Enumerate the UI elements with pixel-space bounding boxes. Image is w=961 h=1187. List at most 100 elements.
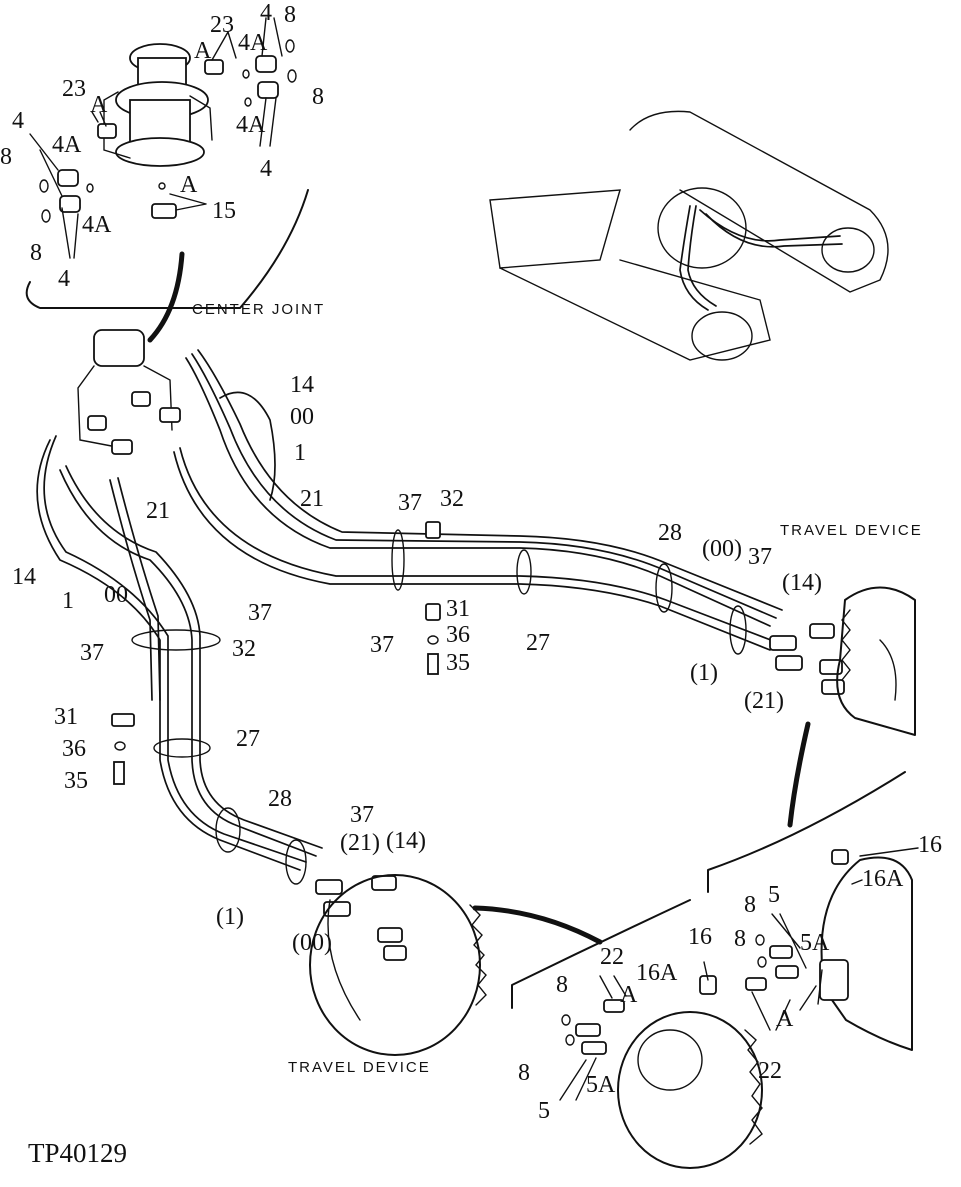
hoses-to-bottom-travel-device bbox=[36, 435, 323, 871]
detail-boundary-bottom bbox=[511, 899, 691, 1009]
center-joint-fittings bbox=[39, 39, 297, 223]
bottom-device-pointer bbox=[472, 905, 603, 945]
callout-label: 22 bbox=[758, 1058, 782, 1084]
hoses-to-right-travel-device bbox=[173, 349, 783, 651]
callout-label: 16A bbox=[636, 960, 678, 986]
callout-label: 4 bbox=[260, 0, 272, 26]
main-hose-routing bbox=[36, 329, 845, 961]
callout-label: 22 bbox=[600, 944, 624, 970]
travel-device-bottom-drawing bbox=[309, 874, 487, 1056]
callout-label: 28 bbox=[658, 520, 682, 546]
callout-label: 37 bbox=[350, 802, 374, 828]
right-device-pointer bbox=[787, 721, 811, 828]
callout-label: 37 bbox=[398, 490, 422, 516]
callout-label: (1) bbox=[216, 904, 244, 930]
callout-label: A bbox=[620, 982, 638, 1008]
callout-label: (21) bbox=[744, 688, 784, 714]
callout-label: 37 bbox=[370, 632, 394, 658]
callout-label: 8 bbox=[284, 2, 296, 28]
callout-label: 5 bbox=[538, 1098, 550, 1124]
callout-label: A bbox=[90, 92, 108, 118]
callout-label: 23 bbox=[210, 12, 234, 38]
callout-label: 21 bbox=[300, 486, 324, 512]
callout-label: A bbox=[194, 38, 212, 64]
callout-label: 35 bbox=[446, 650, 470, 676]
center-joint-body bbox=[103, 43, 213, 167]
callout-label: (21) bbox=[340, 830, 380, 856]
callout-label: 8 bbox=[556, 972, 568, 998]
callout-label: 8 bbox=[744, 892, 756, 918]
caption-travel-device-bottom: TRAVEL DEVICE bbox=[288, 1059, 431, 1076]
callout-label: A bbox=[776, 1006, 794, 1032]
callout-label: A bbox=[180, 172, 198, 198]
bottom-travel-fittings bbox=[315, 875, 407, 961]
center-joint-detail bbox=[25, 17, 309, 309]
callout-label: 8 bbox=[518, 1060, 530, 1086]
callout-label: 37 bbox=[248, 600, 272, 626]
callout-label: 8 bbox=[0, 144, 12, 170]
clamp-27-upper bbox=[516, 549, 532, 595]
callout-label: (14) bbox=[386, 828, 426, 854]
callout-label: 4 bbox=[260, 156, 272, 182]
callout-label: 4A bbox=[236, 112, 266, 138]
travel-device-right-detail bbox=[707, 771, 919, 1051]
figure-id: TP40129 bbox=[28, 1138, 127, 1168]
clamp-28-lower bbox=[215, 807, 241, 853]
callout-label: 32 bbox=[440, 486, 464, 512]
callout-label: 8 bbox=[734, 926, 746, 952]
callout-label: 16A bbox=[862, 866, 904, 892]
clamp-hardware bbox=[111, 521, 441, 785]
callout-label: 28 bbox=[268, 786, 292, 812]
hose-clamps bbox=[131, 529, 747, 885]
callout-label: (00) bbox=[292, 930, 332, 956]
callout-label: 14 bbox=[12, 564, 36, 590]
callout-label: 32 bbox=[232, 636, 256, 662]
caption-travel-device-right: TRAVEL DEVICE bbox=[780, 522, 923, 539]
callout-label: 1 bbox=[62, 588, 74, 614]
clamp-37-left bbox=[131, 629, 221, 651]
callout-label: 5A bbox=[800, 930, 830, 956]
clamp-37-upper bbox=[391, 529, 405, 591]
callout-label: 27 bbox=[526, 630, 550, 656]
callout-label: (1) bbox=[690, 660, 718, 686]
center-joint-leaders bbox=[29, 17, 283, 259]
center-joint-main bbox=[77, 329, 181, 455]
clamp-28-upper bbox=[655, 563, 673, 613]
callout-label: 4A bbox=[82, 212, 112, 238]
detail-boundary-right bbox=[707, 771, 906, 893]
center-joint-pointer bbox=[147, 251, 185, 343]
callout-label: 14 bbox=[290, 372, 314, 398]
callout-label: (14) bbox=[782, 570, 822, 596]
clamp-37-right bbox=[729, 605, 747, 655]
callout-label: 4 bbox=[12, 108, 24, 134]
callout-label: 16 bbox=[918, 832, 942, 858]
callout-label: 37 bbox=[80, 640, 104, 666]
clamp-27-lower bbox=[153, 738, 211, 758]
right-travel-fittings bbox=[769, 623, 845, 695]
travel-device-right-drawing bbox=[836, 586, 916, 736]
callout-label: 8 bbox=[30, 240, 42, 266]
callout-label: 35 bbox=[64, 768, 88, 794]
callout-label: 5A bbox=[586, 1072, 616, 1098]
callout-label: 4 bbox=[58, 266, 70, 292]
callout-label: 4A bbox=[238, 30, 268, 56]
callout-label: 00 bbox=[104, 582, 128, 608]
callout-label: 8 bbox=[312, 84, 324, 110]
callout-label: 31 bbox=[446, 596, 470, 622]
callout-label: 15 bbox=[212, 198, 236, 224]
callout-label: 31 bbox=[54, 704, 78, 730]
detail-boundary bbox=[25, 189, 309, 309]
callout-label: 21 bbox=[146, 498, 170, 524]
machine-overview bbox=[489, 110, 889, 361]
callout-label: 00 bbox=[290, 404, 314, 430]
callout-label: 5 bbox=[768, 882, 780, 908]
callout-label: (00) bbox=[702, 536, 742, 562]
callout-label: 27 bbox=[236, 726, 260, 752]
callout-label: 16 bbox=[688, 924, 712, 950]
caption-center-joint: CENTER JOINT bbox=[192, 301, 325, 318]
travel-device-bottom-detail bbox=[511, 899, 763, 1169]
callout-label: 36 bbox=[62, 736, 86, 762]
callout-label: 4A bbox=[52, 132, 82, 158]
